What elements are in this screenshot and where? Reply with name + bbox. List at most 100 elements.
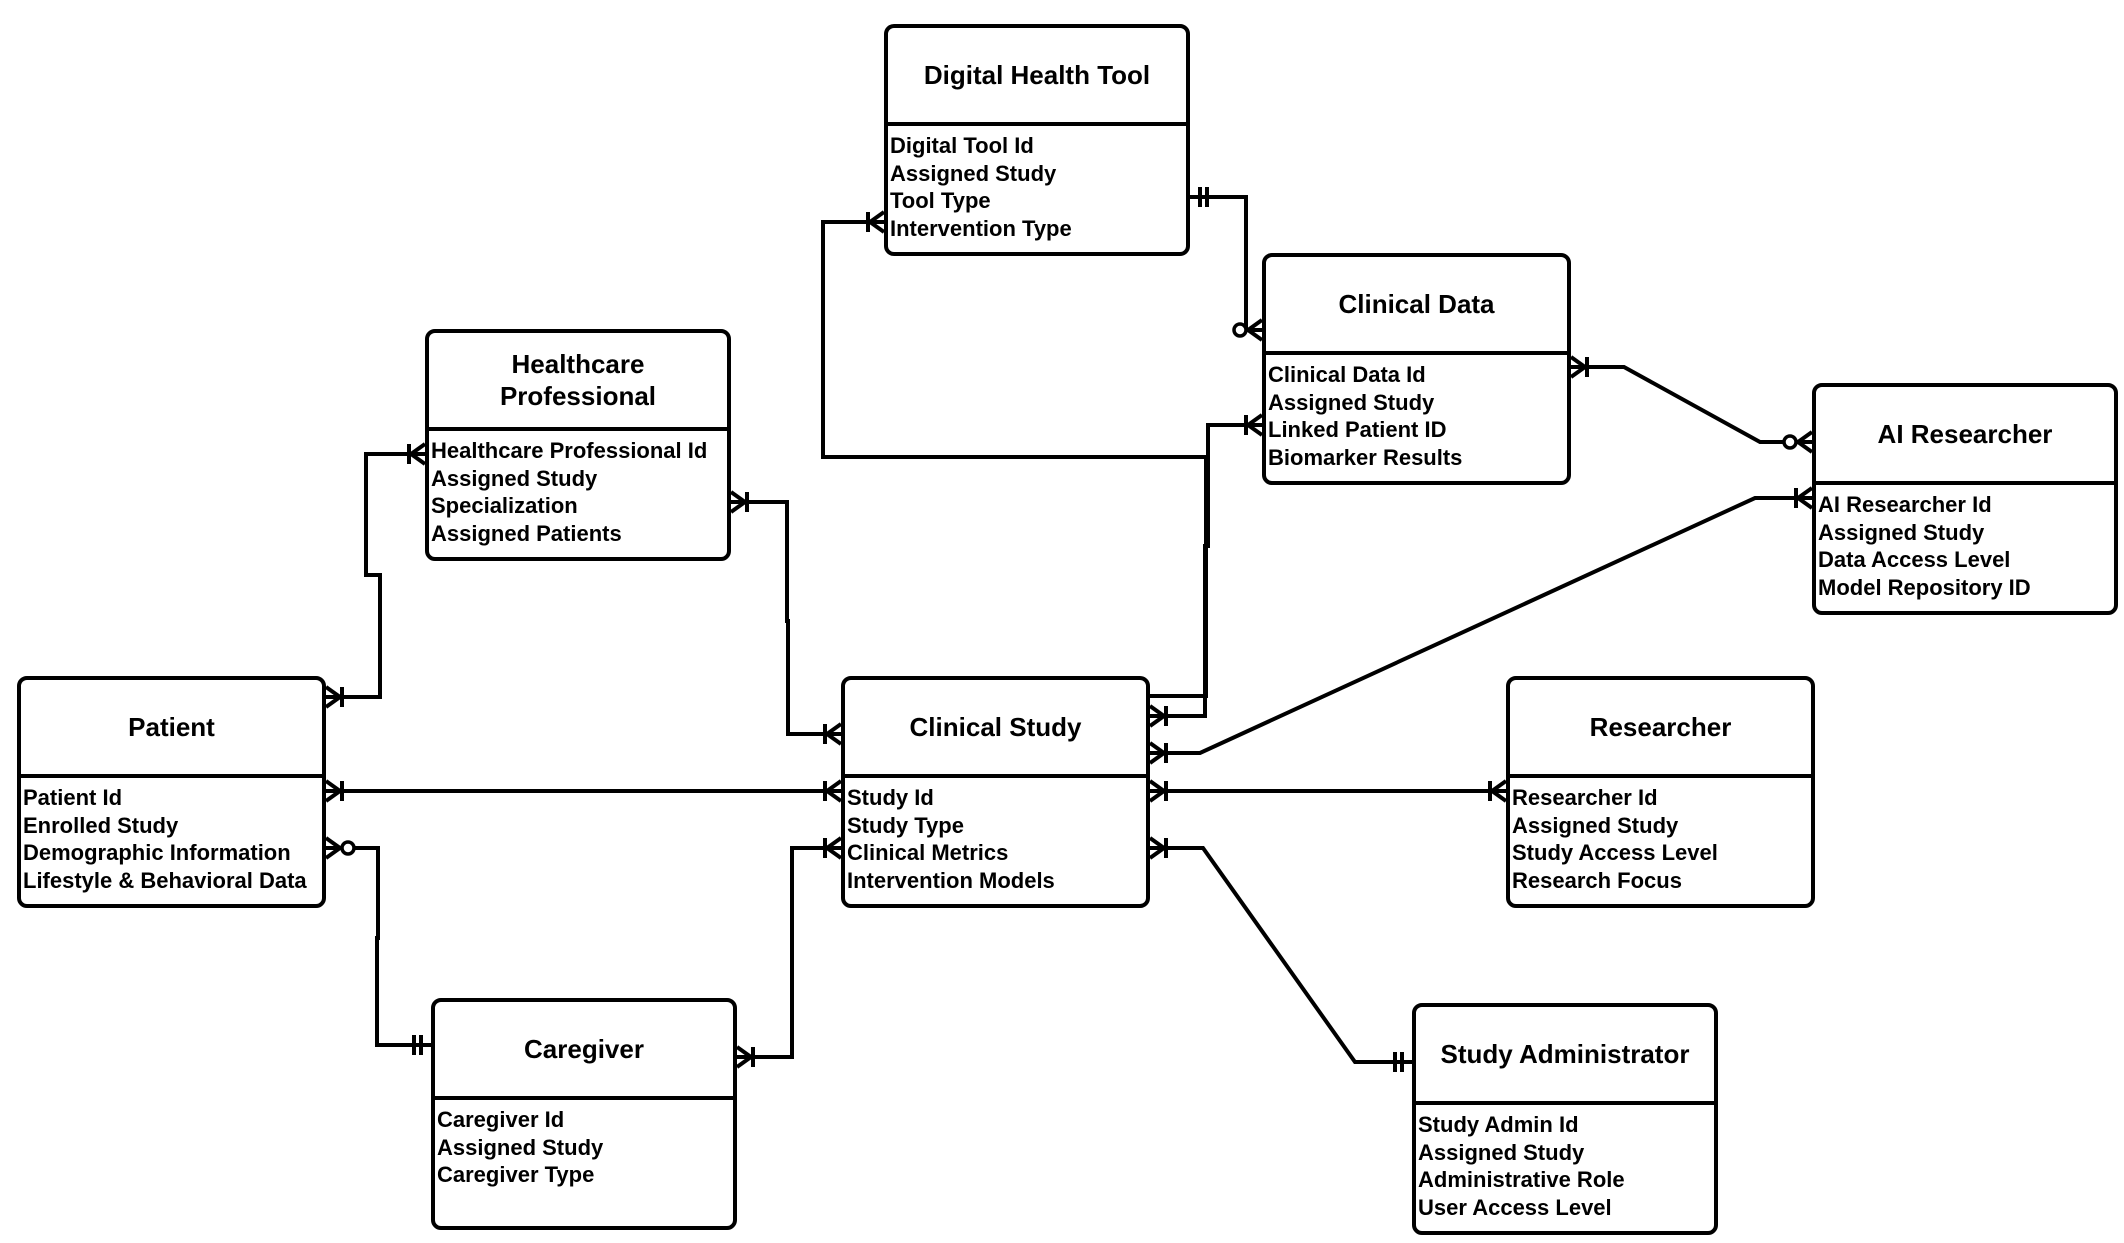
attribute: User Access Level [1418,1194,1612,1220]
attribute: Assigned Study [437,1134,604,1160]
attribute: Digital Tool Id [890,133,1034,158]
zero-circle-mark [340,840,356,856]
entity-clinical-data: Clinical Data Clinical Data Id Assigned … [1262,253,1571,485]
crows-foot-mark [409,442,427,456]
attribute: Assigned Study [1818,519,1985,545]
entity-attributes: Study Admin Id Assigned Study Administra… [1416,1105,1714,1221]
attribute: Assigned Study [1418,1139,1585,1165]
attribute: Data Access Level [1818,547,2011,572]
attribute: Researcher Id [1512,785,1658,810]
crows-foot-mark [1148,704,1166,718]
attribute: Study Type [847,812,964,838]
crows-foot-mark [1148,714,1166,728]
crows-foot-mark [868,210,886,224]
crows-foot-mark [729,500,747,514]
attribute: Lifestyle & Behavioral Data [23,867,307,893]
crows-foot-mark [1796,440,1814,454]
entity-attributes: Patient Id Enrolled Study Demographic In… [21,778,322,894]
attribute: Healthcare Professional Id [431,438,708,463]
crows-foot-mark [324,846,342,860]
attribute: Linked Patient ID [1268,417,1447,442]
crows-foot-mark [324,836,342,850]
crows-foot-mark [825,846,843,860]
entity-attributes: Healthcare Professional Id Assigned Stud… [429,431,727,547]
attribute: Model Repository ID [1818,574,2031,600]
attribute: Caregiver Type [437,1162,595,1187]
attribute: Study Id [847,785,934,810]
attribute: Administrative Role [1418,1167,1625,1192]
entity-clinical-study: Clinical Study Study Id Study Type Clini… [841,676,1150,908]
attribute: Assigned Study [1268,389,1435,415]
attribute: Enrolled Study [23,812,179,838]
attribute: AI Researcher Id [1818,492,1992,517]
attribute: Study Admin Id [1418,1112,1579,1137]
crows-foot-mark [1246,328,1264,342]
crows-foot-mark [409,452,427,466]
entity-title: Caregiver [435,1002,733,1100]
crows-foot-mark [1148,846,1166,860]
crows-foot-mark [825,722,843,736]
entity-attributes: Study Id Study Type Clinical Metrics Int… [845,778,1146,894]
crows-foot-mark [825,836,843,850]
entity-researcher: Researcher Researcher Id Assigned Study … [1506,676,1815,908]
relationship-line [326,846,431,1047]
relationship-line [731,500,841,736]
entity-title: Study Administrator [1416,1007,1714,1105]
relationship-line [1150,423,1262,718]
attribute: Demographic Information [23,840,291,865]
relationship-line [737,846,841,1059]
entity-title: AI Researcher [1816,387,2114,485]
crows-foot-mark [825,732,843,746]
attribute: Clinical Metrics [847,840,1009,865]
crows-foot-mark [1490,789,1508,803]
crows-foot-mark [1796,496,1814,510]
crows-foot-mark [729,490,747,504]
crows-foot-mark [1246,423,1264,437]
crows-foot-mark [1796,430,1814,444]
entity-title: Digital Health Tool [888,28,1186,126]
zero-circle-mark [1232,322,1248,338]
attribute: Assigned Study [1512,812,1679,838]
attribute: Research Focus [1512,867,1682,893]
relationship-line [821,220,1208,698]
crows-foot-mark [1569,355,1587,369]
entity-ai-researcher: AI Researcher AI Researcher Id Assigned … [1812,383,2118,615]
crows-foot-mark [1148,789,1166,803]
crows-foot-mark [324,779,342,793]
relationship-line [1571,365,1812,444]
entity-patient: Patient Patient Id Enrolled Study Demogr… [17,676,326,908]
attribute: Clinical Data Id [1268,362,1426,387]
crows-foot-mark [1246,318,1264,332]
entity-attributes: AI Researcher Id Assigned Study Data Acc… [1816,485,2114,601]
attribute: Assigned Study [890,160,1057,186]
crows-foot-mark [1148,751,1166,765]
entity-attributes: Clinical Data Id Assigned Study Linked P… [1266,355,1567,471]
crows-foot-mark [825,789,843,803]
relationship-line [1150,846,1412,1064]
attribute: Assigned Patients [431,520,622,546]
entity-healthcare-professional: Healthcare Professional Healthcare Profe… [425,329,731,561]
crows-foot-mark [868,220,886,234]
crows-foot-mark [324,685,342,699]
attribute: Biomarker Results [1268,444,1463,470]
attribute: Specialization [431,493,578,518]
attribute: Intervention Type [890,215,1072,241]
entity-attributes: Researcher Id Assigned Study Study Acces… [1510,778,1811,894]
crows-foot-mark [1569,365,1587,379]
relationship-line [326,452,425,699]
attribute: Intervention Models [847,867,1055,893]
entity-attributes: Caregiver Id Assigned Study Caregiver Ty… [435,1100,733,1189]
crows-foot-mark [735,1045,753,1059]
crows-foot-mark [324,695,342,709]
crows-foot-mark [1148,779,1166,793]
crows-foot-mark [1796,486,1814,500]
entity-study-administrator: Study Administrator Study Admin Id Assig… [1412,1003,1718,1235]
crows-foot-mark [1148,836,1166,850]
crows-foot-mark [1148,741,1166,755]
attribute: Assigned Study [431,465,598,491]
entity-title: Healthcare Professional [429,333,727,431]
attribute: Patient Id [23,785,123,810]
entity-digital-health-tool: Digital Health Tool Digital Tool Id Assi… [884,24,1190,256]
